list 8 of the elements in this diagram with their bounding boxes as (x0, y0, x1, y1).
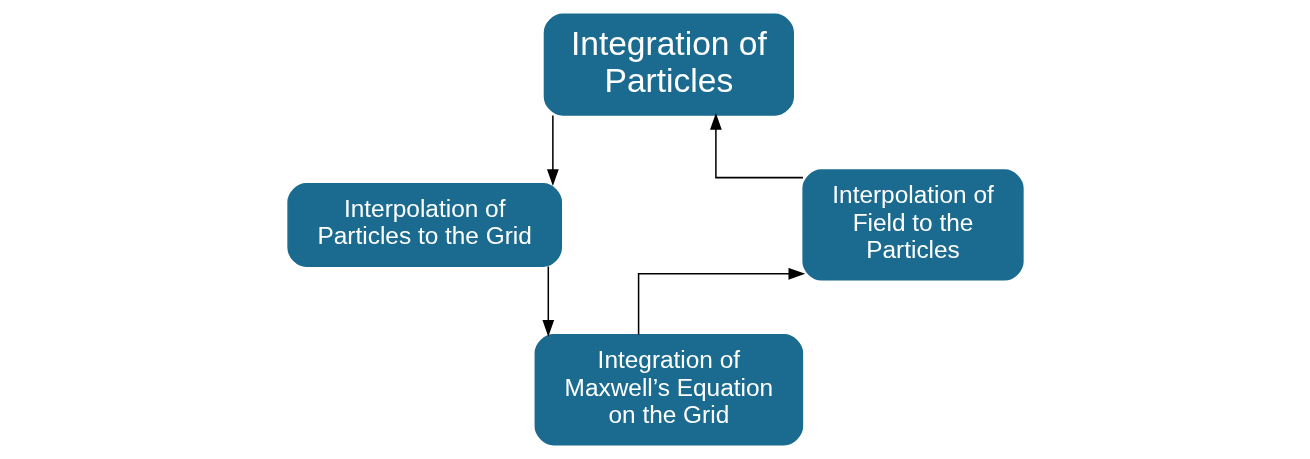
arrow (637, 267, 805, 336)
arrow (541, 265, 554, 337)
node-box: Integration of Particles (543, 13, 794, 116)
node-box: Interpolation of Field to the Particles (801, 169, 1024, 281)
arrow (546, 114, 559, 186)
node-box: Integration of Maxwell’s Equation on the Grid (534, 334, 803, 446)
arrow (709, 112, 804, 179)
node-box: Interpolation of Particles to the Grid (286, 182, 562, 267)
